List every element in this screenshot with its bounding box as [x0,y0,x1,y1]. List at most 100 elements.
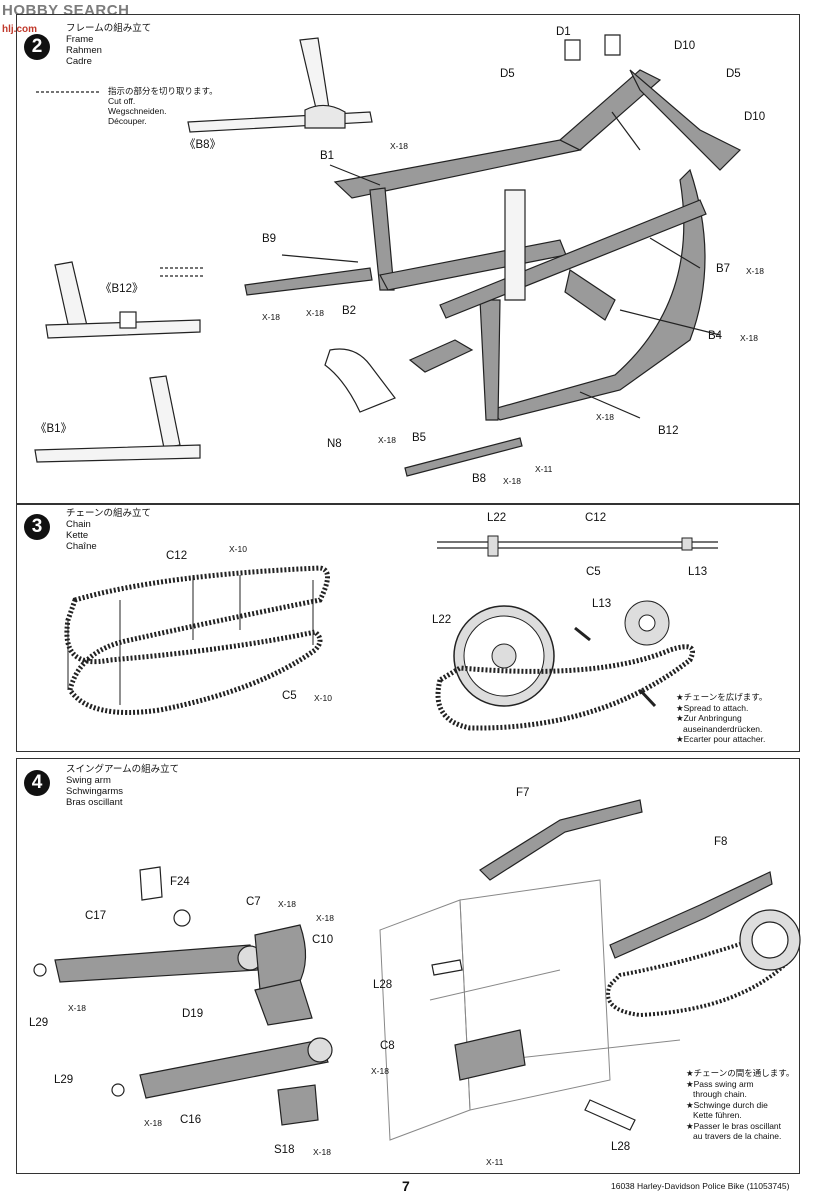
part-d5-right: D5 [726,68,741,80]
inset-b1-label: 《B1》 [35,423,73,435]
product-info: 16038 Harley-Davidson Police Bike (11053… [611,1181,790,1191]
screw-x18-c8: X-18 [371,1066,389,1076]
screw-x10-top: X-10 [229,544,247,554]
part-b7: B7 [716,263,731,275]
note-ja: ★チェーンの間を通します。 [686,1068,795,1078]
step-3-panel [16,504,800,752]
note-ja: ★チェーンを広げます。 [676,692,768,702]
step-3-title-fr: Chaîne [66,541,97,552]
step-4-number: 4 [24,770,50,796]
step-4-title-ja: スイングアームの組み立て [66,764,180,775]
part-d19: D19 [182,1008,204,1020]
part-l22-top: L22 [487,512,507,524]
screw-x18-b4: X-18 [740,333,758,343]
step-3-titles: チェーンの組み立て Chain Kette Chaîne [66,508,151,552]
note-de-1: ★Schwinge durch die [686,1099,768,1110]
screw-x18-s18: X-18 [313,1147,331,1157]
step-4-panel [16,758,800,1174]
part-c12-right: C12 [585,512,607,524]
step-2-title-en: Frame [66,34,94,45]
part-l13-bottom: L13 [592,598,612,610]
screw-x18-b1: X-18 [390,141,408,151]
note-de-1: ★Zur Anbringung [676,713,742,723]
cut-de: Wegschneiden. [108,106,167,116]
part-f8: F8 [714,836,728,848]
step-3-title-en: Chain [66,519,91,530]
inset-b8-label: 《B8》 [184,139,222,151]
step-2-panel [16,14,800,504]
part-l22-bottom: L22 [432,614,452,626]
part-b4: B4 [708,330,723,342]
watermark-site: hlj.com [2,24,38,35]
screw-x18-c10: X-18 [316,913,334,923]
part-b1: B1 [320,150,335,162]
part-b9: B9 [262,233,277,245]
part-d5-left: D5 [500,68,515,80]
screw-x18-b2: X-18 [306,308,324,318]
screw-x18-b8: X-18 [503,476,521,486]
cut-en: Cut off. [108,96,136,106]
screw-x10-c5: X-10 [314,693,332,703]
inset-b12-label: 《B12》 [100,283,144,295]
step-4-title-en: Swing arm [66,775,111,786]
part-l28-left: L28 [373,979,393,991]
step-2-number: 2 [24,34,50,60]
part-f7: F7 [516,787,530,799]
screw-x18-c7: X-18 [278,899,296,909]
screw-x18-b12: X-18 [596,412,614,422]
step-4-title-de: Schwingarms [66,786,124,797]
screw-x18-b5: X-18 [378,435,396,445]
part-c10: C10 [312,934,334,946]
part-d10-right: D10 [744,111,766,123]
part-l28-right: L28 [611,1141,631,1153]
cut-fr: Découper. [108,116,147,126]
note-fr: ★Ecarter pour attacher. [676,734,766,744]
part-n8: N8 [327,438,342,450]
part-l29-bottom: L29 [54,1074,74,1086]
note-en: ★Spread to attach. [676,702,749,713]
part-c16: C16 [180,1114,202,1126]
step-4-titles: スイングアームの組み立て Swing arm Schwingarms Bras … [66,764,179,808]
part-s18: S18 [274,1144,295,1156]
part-d10-top: D10 [674,40,696,52]
note-en-2: through chain. [693,1089,747,1099]
screw-x11-b8: X-11 [535,464,553,474]
screw-x11-frame: X-11 [486,1157,504,1167]
part-c5-right: C5 [586,566,601,578]
cut-off-instruction: 指示の部分を切り取ります。 Cut off. Wegschneiden. Déc… [108,86,218,126]
part-l29-top: L29 [29,1017,49,1029]
step-3-title-ja: チェーンの組み立て [66,508,152,519]
step-4-title-fr: Bras oscillant [66,797,123,808]
step-2-titles: フレームの組み立て Frame Rahmen Cadre [66,23,151,67]
part-c7: C7 [246,896,261,908]
step-3-note: ★チェーンを広げます。 ★Spread to attach. ★Zur Anbr… [676,692,767,745]
note-de-2: Kette führen. [693,1110,742,1120]
note-fr-1: ★Passer le bras oscillant [686,1120,782,1131]
screw-x18-c16: X-18 [144,1118,162,1128]
part-d1: D1 [556,26,571,38]
note-en-1: ★Pass swing arm [686,1078,754,1089]
screw-x18-b7: X-18 [746,266,764,276]
part-c12-left: C12 [166,550,188,562]
step-4-note: ★チェーンの間を通します。 ★Pass swing arm through ch… [686,1068,794,1142]
page-number: 7 [402,1178,410,1194]
part-c17: C17 [85,910,107,922]
part-f24: F24 [170,876,190,888]
part-c5-left: C5 [282,690,297,702]
step-2-title-de: Rahmen [66,45,102,56]
step-2-title-ja: フレームの組み立て [66,23,152,34]
part-b2: B2 [342,305,357,317]
note-de-2: auseinanderdrücken. [683,723,763,734]
step-2-title-fr: Cadre [66,56,92,67]
step-3-title-de: Kette [66,530,89,541]
step-3-number: 3 [24,514,50,540]
screw-x18-b9: X-18 [262,312,280,322]
part-b5: B5 [412,432,427,444]
part-c8: C8 [380,1040,395,1052]
cut-ja: 指示の部分を切り取ります。 [108,86,218,96]
part-b8: B8 [472,473,487,485]
screw-x18-c17: X-18 [68,1003,86,1013]
